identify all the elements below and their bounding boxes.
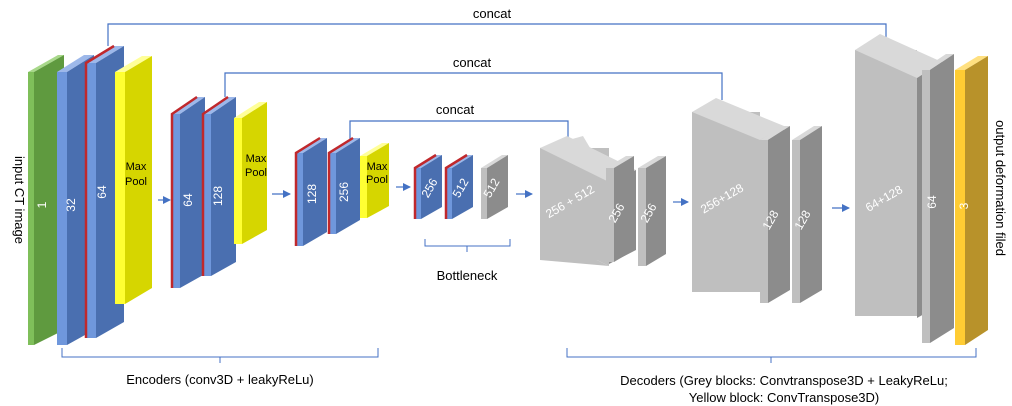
maxpool-1-label-line2: Pool — [125, 176, 147, 188]
output-channels-label: 3 — [957, 202, 971, 209]
input-channels-label: 1 — [35, 201, 49, 208]
maxpool-2-label-line1: Max — [246, 153, 267, 165]
concat-line-mid — [224, 72, 723, 100]
concat-line-top — [107, 23, 887, 46]
encoder-block-128-label: 128 — [211, 186, 225, 206]
concat-label-low: concat — [436, 102, 475, 117]
decoder-block-256-b: 256 — [637, 156, 666, 266]
encoder-block-256: 256 — [327, 136, 360, 234]
decoder-block-128-a: 128 — [759, 126, 790, 303]
decoders-brace — [566, 348, 977, 363]
concat-label-top: concat — [473, 6, 512, 21]
decoder-block-128-b: 128 — [791, 126, 822, 303]
input-label: input CT image — [12, 156, 27, 244]
maxpool-3-label-line1: Max — [367, 161, 388, 173]
maxpool-1-label-line1: Max — [126, 161, 147, 173]
maxpool-block-3: Max Pool — [360, 143, 389, 218]
bottleneck-label: Bottleneck — [437, 268, 498, 283]
encoder-block-128-l3: 128 — [294, 136, 327, 246]
input-block: 1 — [28, 55, 64, 345]
encoders-label: Encoders (conv3D + leakyReLu) — [126, 372, 314, 387]
encoders-brace — [61, 348, 379, 363]
bottleneck-block-256: 256 — [413, 153, 442, 219]
encoder-block-64-l2-label: 64 — [181, 193, 195, 207]
decoder-64-label: 64 — [925, 195, 939, 209]
encoder-block-256-label: 256 — [337, 182, 351, 202]
decoders-label-line2: Yellow block: ConvTranspose3D) — [689, 390, 880, 405]
encoder-block-64-l2: 64 — [170, 95, 205, 288]
encoder-block-64-label: 64 — [95, 185, 109, 199]
bottleneck-block-512-b: 512 — [480, 155, 508, 219]
decoder-block-256-a: 256 — [605, 156, 634, 262]
maxpool-3-label-line2: Pool — [366, 174, 388, 186]
maxpool-block-1: Max Pool — [115, 56, 152, 304]
decoders-label-line1: Decoders (Grey blocks: Convtranspose3D +… — [620, 373, 948, 388]
bottleneck-brace — [424, 239, 511, 252]
maxpool-block-2: Max Pool — [234, 102, 267, 244]
encoder-block-128: 128 — [201, 95, 236, 276]
decoder-block-64: 64 — [922, 54, 954, 343]
concat-label-mid: concat — [453, 55, 492, 70]
bottleneck-block-512-a: 512 — [444, 153, 473, 219]
encoder-block-128-l3-label: 128 — [305, 184, 319, 204]
output-block-3: 3 — [955, 56, 988, 345]
encoder-block-32-label: 32 — [64, 198, 78, 212]
maxpool-2-label-line2: Pool — [245, 167, 267, 179]
output-label: output deformation filed — [993, 120, 1008, 256]
